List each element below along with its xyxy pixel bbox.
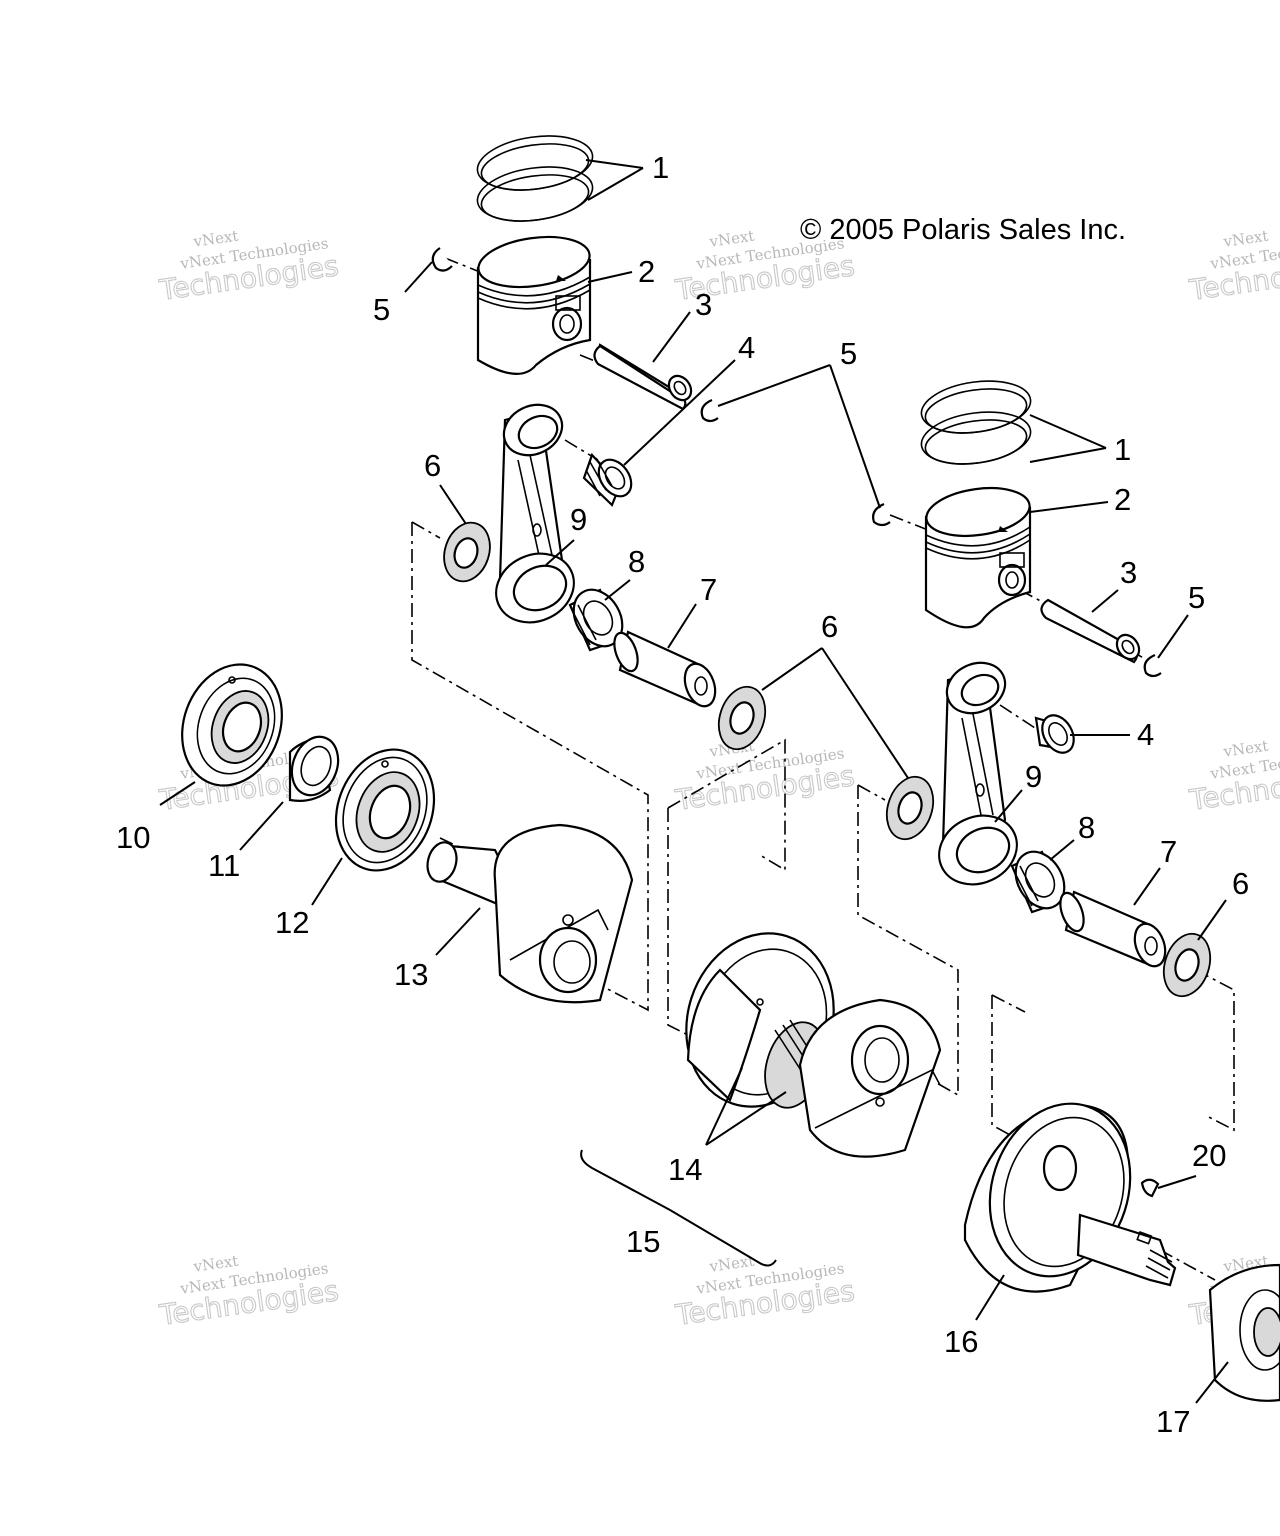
callout-3: 3 (1120, 555, 1137, 590)
piston-pin-right (1040, 598, 1141, 664)
piston-left (476, 235, 592, 375)
callout-labels: 1 2 3 4 5 5 1 2 3 5 6 9 8 7 6 4 9 8 7 6 … (116, 150, 1249, 1439)
callout-20: 20 (1192, 1138, 1226, 1173)
crank-pin-7-right (1059, 890, 1167, 968)
watermark: vNext vNext Technologies Technologies (1186, 227, 1280, 308)
watermark: vNext vNext Technologies Technologies (672, 1252, 857, 1333)
crankshaft-half-16 (963, 1102, 1177, 1293)
callout-3: 3 (695, 287, 712, 322)
needle-bearing-8-right (1010, 850, 1066, 914)
thrust-washer-6-right-lower (1162, 932, 1212, 998)
callout-4: 4 (738, 330, 755, 365)
circlip-left-inner (700, 398, 719, 423)
callout-8: 8 (628, 544, 645, 579)
callout-17: 17 (1156, 1404, 1190, 1439)
thrust-washer-6-right-upper (885, 775, 935, 841)
needle-bearing-small-left (582, 452, 633, 507)
callout-9: 9 (1025, 759, 1042, 794)
main-bearing-10 (181, 663, 283, 787)
watermark: vNext vNext Technologies Technologies (1186, 737, 1280, 818)
callout-2: 2 (638, 254, 655, 289)
copyright-notice: © 2005 Polaris Sales Inc. (800, 214, 1126, 246)
callout-7: 7 (700, 572, 717, 607)
assembly-dash-lines (411, 257, 1235, 1281)
thrust-washer-6-upper-left (443, 521, 491, 583)
callout-1: 1 (652, 150, 669, 185)
spacer-ring-11 (288, 735, 340, 802)
callout-5: 5 (840, 336, 857, 371)
callout-14: 14 (668, 1152, 702, 1187)
circlip-right-outer (872, 502, 891, 527)
circlip-left-outer (431, 247, 453, 272)
callout-6: 6 (821, 609, 838, 644)
needle-bearing-8-left (568, 588, 624, 652)
watermark: vNext vNext Technologies Technologies (672, 737, 857, 818)
callout-7: 7 (1160, 834, 1177, 869)
connecting-rod-left (495, 403, 575, 624)
watermark: vNext vNext Technologies Technologies (156, 227, 341, 308)
main-bearing-12 (334, 748, 436, 872)
crankshaft-center-assembly (685, 932, 942, 1158)
piston-rings-left (476, 135, 594, 222)
callout-1: 1 (1114, 432, 1131, 467)
callout-15: 15 (626, 1224, 660, 1259)
main-bearing-17 (1208, 1263, 1280, 1402)
piston-pin-left (593, 343, 693, 411)
woodruff-key-20 (1140, 1178, 1160, 1198)
callout-5: 5 (373, 292, 390, 327)
crank-pin-7-left (613, 630, 717, 708)
callout-2: 2 (1114, 482, 1131, 517)
callout-10: 10 (116, 820, 150, 855)
circlip-right-inner (1143, 653, 1162, 678)
watermark: vNext vNext Technologies Technologies (156, 1252, 341, 1333)
callout-11: 11 (208, 848, 240, 883)
callout-6: 6 (1232, 866, 1249, 901)
callout-4: 4 (1137, 717, 1154, 752)
crankshaft-half-13 (426, 823, 634, 1004)
callout-16: 16 (944, 1324, 978, 1359)
needle-bearing-small-right (1034, 714, 1075, 754)
thrust-washer-6-middle (717, 685, 767, 751)
callout-13: 13 (394, 957, 428, 992)
leader-lines (159, 159, 1229, 1404)
callout-5: 5 (1188, 580, 1205, 615)
callout-8: 8 (1078, 810, 1095, 845)
piston-right (924, 487, 1032, 629)
connecting-rod-right (938, 661, 1018, 886)
callout-6: 6 (424, 448, 441, 483)
callout-12: 12 (275, 905, 309, 940)
piston-rings-right (920, 380, 1032, 465)
callout-9: 9 (570, 502, 587, 537)
